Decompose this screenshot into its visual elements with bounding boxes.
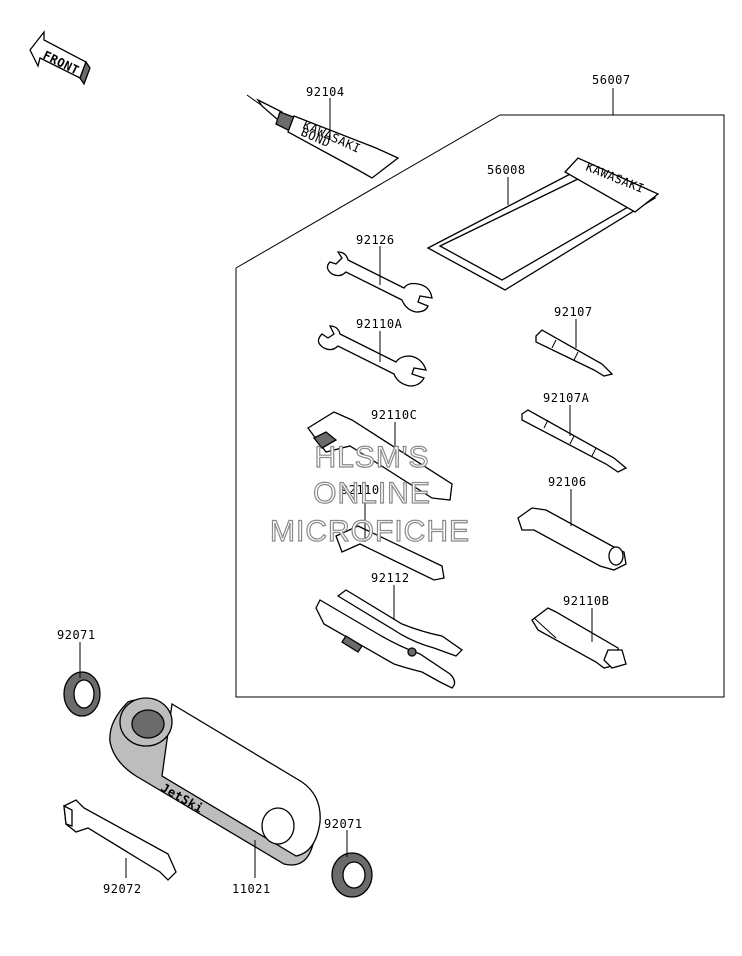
part-label: 56007	[592, 73, 631, 87]
part-label: 92071	[324, 817, 363, 831]
part-label: 11021	[232, 882, 271, 896]
part-label: 92071	[57, 628, 96, 642]
tool-pouch-icon: KAWASAKI	[426, 157, 660, 291]
watermark-line-2: ONLINE	[313, 477, 431, 510]
kit-outline	[235, 114, 725, 698]
bond-tube-icon: KAWASAKI BOND	[246, 94, 400, 179]
part-label: 92112	[371, 571, 410, 585]
grommet-92071-left-icon	[63, 671, 101, 717]
pliers-92112-icon	[315, 589, 464, 689]
leader-lines	[79, 88, 614, 878]
part-label: 92110A	[356, 317, 403, 331]
screwdriver-bit-92107a-icon	[521, 409, 628, 473]
part-label: 92104	[306, 85, 345, 99]
part-label: 92107	[554, 305, 593, 319]
front-arrow-icon: FRONT	[29, 30, 91, 86]
socket-handle-92106-icon	[517, 507, 627, 571]
part-label: 56008	[487, 163, 526, 177]
part-label: 92126	[356, 233, 395, 247]
hex-key-92110-icon	[335, 525, 445, 581]
grommet-92071-right-icon	[331, 852, 373, 898]
watermark-line-3: MICROFICHE	[270, 515, 470, 548]
part-label: 92107A	[543, 391, 590, 405]
part-label: 92072	[103, 882, 142, 896]
watermark-line-1: HLSM'S	[314, 441, 429, 474]
part-label: 92110C	[371, 408, 417, 422]
screwdriver-bit-92107-icon	[535, 329, 614, 377]
part-label: 92110	[341, 483, 380, 497]
wrench-92110a-icon	[317, 325, 427, 387]
box-wrench-92110c-icon	[307, 411, 453, 501]
part-label: 92110B	[563, 594, 609, 608]
strap-92072-icon	[63, 799, 177, 881]
tube-wrench-92110b-icon	[531, 607, 627, 669]
part-label: 92106	[548, 475, 587, 489]
